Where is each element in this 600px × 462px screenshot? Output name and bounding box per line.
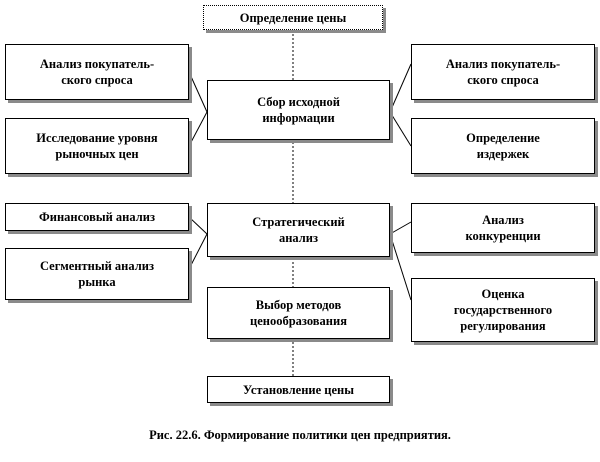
box-price-definition: Определение цены bbox=[203, 5, 383, 30]
box-pricing-methods: Выбор методов ценообразования bbox=[207, 287, 390, 339]
box-financial-analysis: Финансовый анализ bbox=[5, 203, 189, 231]
box-competition-analysis: Анализ конкуренции bbox=[411, 203, 595, 253]
figure-caption: Рис. 22.6. Формирование политики цен пре… bbox=[149, 428, 451, 442]
box-initial-data-collection: Сбор исходной информации bbox=[207, 80, 390, 140]
box-price-setting: Установление цены bbox=[207, 376, 390, 403]
box-market-price-research: Исследование уровня рыночных цен bbox=[5, 118, 189, 174]
box-demand-analysis-right: Анализ покупатель- ского спроса bbox=[411, 44, 595, 100]
box-segment-analysis: Сегментный анализ рынка bbox=[5, 248, 189, 300]
box-state-regulation: Оценка государственного регулирования bbox=[411, 278, 595, 342]
box-demand-analysis-left: Анализ покупатель- ского спроса bbox=[5, 44, 189, 100]
box-cost-determination: Определение издержек bbox=[411, 118, 595, 174]
box-strategic-analysis: Стратегический анализ bbox=[207, 203, 390, 257]
